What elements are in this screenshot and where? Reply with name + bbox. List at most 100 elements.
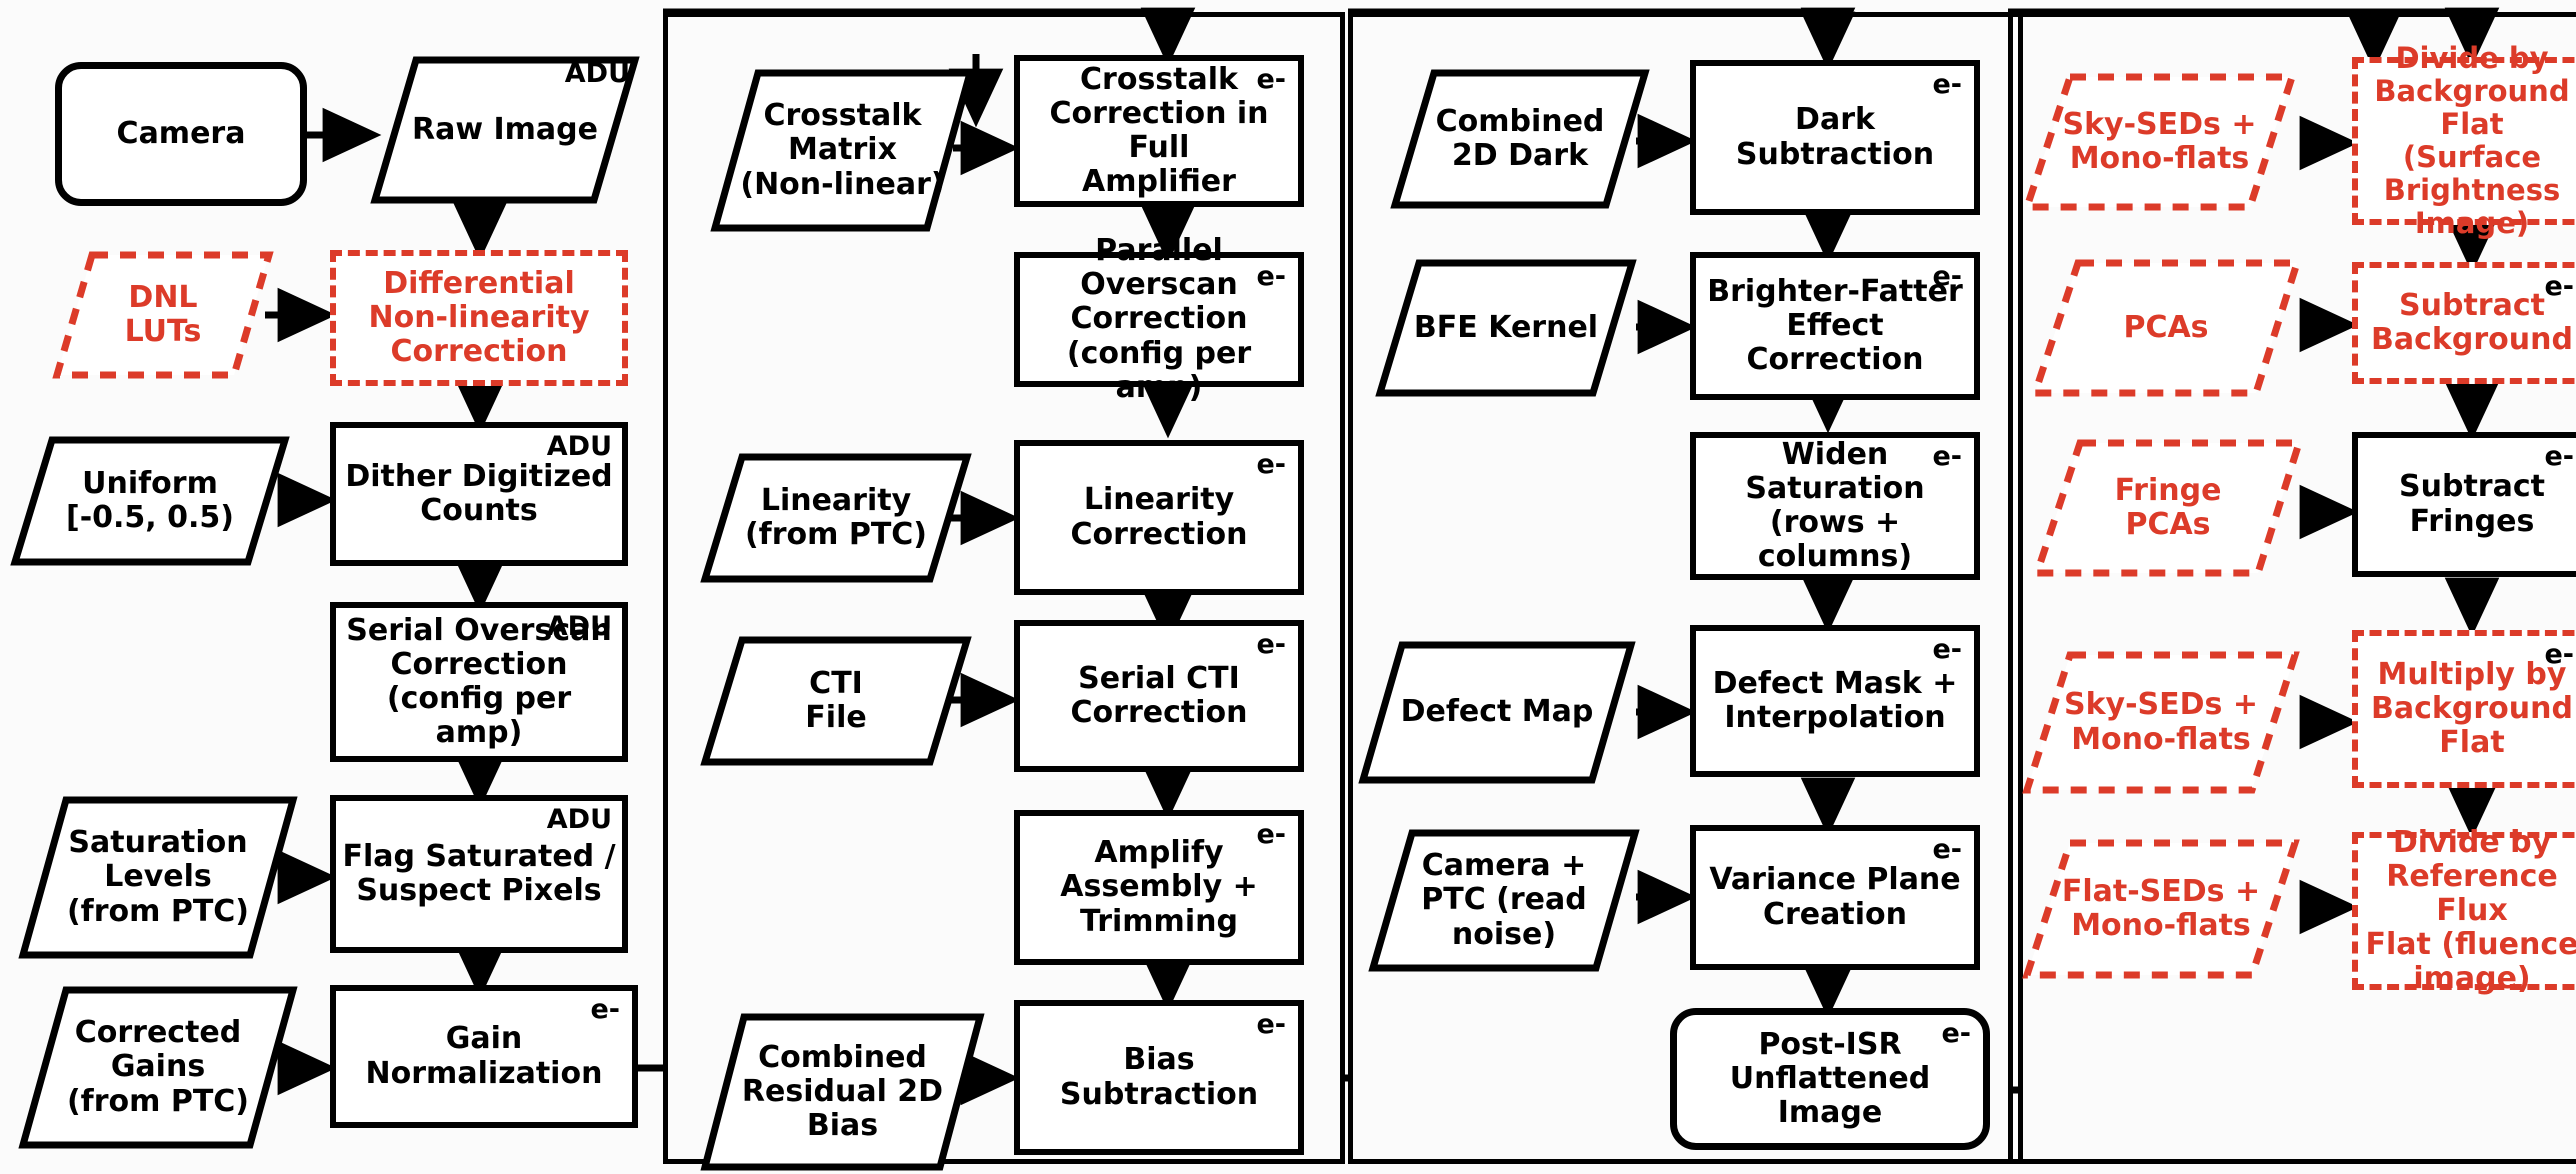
- parallelogram-shape: [2022, 651, 2300, 794]
- node-amplify-assembly[interactable]: e- Amplify Assembly + Trimming: [1014, 810, 1304, 965]
- node-dark-subtraction[interactable]: e- Dark Subtraction: [1690, 60, 1980, 215]
- node-label: Parallel Overscan Correction (config per…: [1066, 233, 1252, 405]
- node-label: Subtract Background: [2371, 287, 2573, 357]
- unit-tag: e-: [1256, 1009, 1286, 1040]
- node-label: Defect Mask + Interpolation: [1712, 665, 1958, 735]
- unit-tag: e-: [1932, 69, 1962, 100]
- node-fringe-pcas[interactable]: Fringe PCAs: [2032, 438, 2304, 578]
- node-crosstalk-correction[interactable]: e- Crosstalk Correction in Full Amplifie…: [1014, 55, 1304, 207]
- node-dnl-luts[interactable]: DNL LUTs: [52, 250, 274, 380]
- node-combined-residual-bias[interactable]: Combined Residual 2D Bias: [700, 1012, 985, 1172]
- unit-tag: e-: [1932, 634, 1962, 665]
- node-camera[interactable]: Camera: [55, 62, 307, 206]
- node-gain-normalization[interactable]: e- Gain Normalization: [330, 985, 638, 1128]
- node-label: Saturation Levels (from PTC): [66, 825, 250, 929]
- node-widen-saturation[interactable]: e- Widen Saturation (rows + columns): [1690, 432, 1980, 580]
- unit-tag: e-: [1941, 1018, 1971, 1049]
- node-label: Gain Normalization: [365, 1021, 603, 1091]
- node-label: Subtract Fringes: [2399, 469, 2545, 539]
- node-label: Raw Image: [412, 111, 598, 147]
- node-label: Combined Residual 2D Bias: [741, 1039, 944, 1144]
- node-pcas[interactable]: PCAs: [2030, 258, 2302, 398]
- unit-tag: e-: [2544, 271, 2574, 302]
- unit-tag: ADU: [546, 431, 612, 462]
- parallelogram-shape: [1368, 829, 1640, 972]
- unit-tag: e-: [1932, 261, 1962, 292]
- node-defect-mask[interactable]: e- Defect Mask + Interpolation: [1690, 625, 1980, 777]
- node-label: Differential Non-linearity Correction: [368, 265, 590, 370]
- node-saturation-levels[interactable]: Saturation Levels (from PTC): [18, 795, 298, 960]
- node-camera-ptc-readnoise[interactable]: Camera + PTC (read noise): [1368, 828, 1640, 973]
- node-label: Flag Saturated / Suspect Pixels: [342, 838, 616, 908]
- node-subtract-fringes[interactable]: e- Subtract Fringes: [2352, 432, 2576, 577]
- unit-tag: ADU: [546, 611, 612, 642]
- node-label: Linearity (from PTC): [744, 482, 928, 552]
- node-dnl-correction[interactable]: Differential Non-linearity Correction: [330, 250, 628, 386]
- parallelogram-shape: [700, 636, 972, 766]
- parallelogram-shape: [700, 453, 972, 583]
- parallelogram-shape: [2022, 839, 2300, 979]
- node-label: Crosstalk Matrix (Non-linear): [740, 98, 945, 202]
- node-sky-seds-mono-flats-1[interactable]: Sky-SEDs + Mono-flats: [2022, 72, 2297, 212]
- node-label: Linearity Correction: [1070, 482, 1248, 552]
- parallelogram-shape: [2030, 259, 2302, 397]
- parallelogram-shape: [2022, 73, 2297, 211]
- node-label: Divide by Reference Flux Flat (fluence i…: [2365, 824, 2576, 997]
- node-bfe-correction[interactable]: e- Brighter-Fatter Effect Correction: [1690, 252, 1980, 400]
- parallelogram-shape: [18, 986, 298, 1149]
- parallelogram-shape: [1375, 259, 1637, 397]
- node-multiply-background-flat[interactable]: e- Multiply by Background Flat: [2352, 630, 2576, 788]
- node-variance-plane[interactable]: e- Variance Plane Creation: [1690, 825, 1980, 970]
- unit-tag: e-: [1256, 64, 1286, 95]
- node-label: PCAs: [2123, 309, 2209, 345]
- node-flat-seds-mono-flats[interactable]: Flat-SEDs + Mono-flats: [2022, 838, 2300, 980]
- node-label: Widen Saturation (rows + columns): [1745, 436, 1925, 575]
- node-label: Camera: [116, 115, 246, 151]
- node-dither-digitized[interactable]: ADU Dither Digitized Counts: [330, 422, 628, 566]
- unit-tag: e-: [1256, 629, 1286, 660]
- node-subtract-background[interactable]: e- Subtract Background: [2352, 262, 2576, 384]
- node-raw-image[interactable]: ADU Raw Image: [370, 55, 640, 205]
- node-label: Corrected Gains (from PTC): [66, 1015, 250, 1119]
- parallelogram-shape: [52, 251, 274, 379]
- unit-tag: e-: [2544, 441, 2574, 472]
- node-label: Divide by Background Flat (Surface Brigh…: [2374, 40, 2570, 241]
- parallelogram-shape: [10, 436, 290, 566]
- node-label: Serial CTI Correction: [1070, 660, 1248, 730]
- unit-tag: e-: [2544, 639, 2574, 670]
- node-label: Sky-SEDs + Mono-flats: [2063, 687, 2258, 757]
- node-label: Combined 2D Dark: [1435, 103, 1605, 173]
- node-sky-seds-mono-flats-2[interactable]: Sky-SEDs + Mono-flats: [2022, 650, 2300, 795]
- parallelogram-shape: [1358, 641, 1636, 784]
- node-crosstalk-matrix[interactable]: Crosstalk Matrix (Non-linear): [710, 68, 975, 233]
- node-flag-saturated[interactable]: ADU Flag Saturated / Suspect Pixels: [330, 795, 628, 953]
- node-serial-overscan[interactable]: ADU Serial Overscan Correction (config p…: [330, 602, 628, 762]
- node-label: Bias Subtraction: [1059, 1042, 1259, 1112]
- unit-tag: e-: [1932, 441, 1962, 472]
- node-corrected-gains[interactable]: Corrected Gains (from PTC): [18, 985, 298, 1150]
- node-divide-background-flat[interactable]: Divide by Background Flat (Surface Brigh…: [2352, 41, 2576, 240]
- node-label: Crosstalk Correction in Full Amplifier: [1049, 61, 1269, 200]
- unit-tag: e-: [1932, 834, 1962, 865]
- node-bias-subtraction[interactable]: e- Bias Subtraction: [1014, 1000, 1304, 1155]
- node-label: Brighter-Fatter Effect Correction: [1707, 273, 1963, 378]
- unit-tag: e-: [590, 994, 620, 1025]
- unit-tag: ADU: [564, 58, 630, 89]
- node-label: Defect Map: [1400, 694, 1594, 730]
- node-post-isr-unflattened[interactable]: e- Post-ISR Unflattened Image: [1670, 1008, 1990, 1150]
- node-combined-2d-dark[interactable]: Combined 2D Dark: [1390, 68, 1650, 210]
- node-label: Dither Digitized Counts: [345, 458, 613, 528]
- node-parallel-overscan[interactable]: e- Parallel Overscan Correction (config …: [1014, 233, 1304, 404]
- node-cti-file[interactable]: CTI File: [700, 635, 972, 767]
- node-label: DNL LUTs: [124, 279, 202, 349]
- parallelogram-shape: [710, 69, 975, 232]
- node-label: Amplify Assembly + Trimming: [1060, 835, 1258, 939]
- node-serial-cti[interactable]: e- Serial CTI Correction: [1014, 620, 1304, 772]
- unit-tag: e-: [1256, 261, 1286, 292]
- node-defect-map[interactable]: Defect Map: [1358, 640, 1636, 785]
- node-linearity-correction[interactable]: e- Linearity Correction: [1014, 440, 1304, 595]
- node-divide-reference-flux-flat[interactable]: Divide by Reference Flux Flat (fluence i…: [2352, 825, 2576, 996]
- node-bfe-kernel[interactable]: BFE Kernel: [1375, 258, 1637, 398]
- node-uniform-dither[interactable]: Uniform [-0.5, 0.5): [10, 435, 290, 567]
- node-linearity-ptc[interactable]: Linearity (from PTC): [700, 452, 972, 584]
